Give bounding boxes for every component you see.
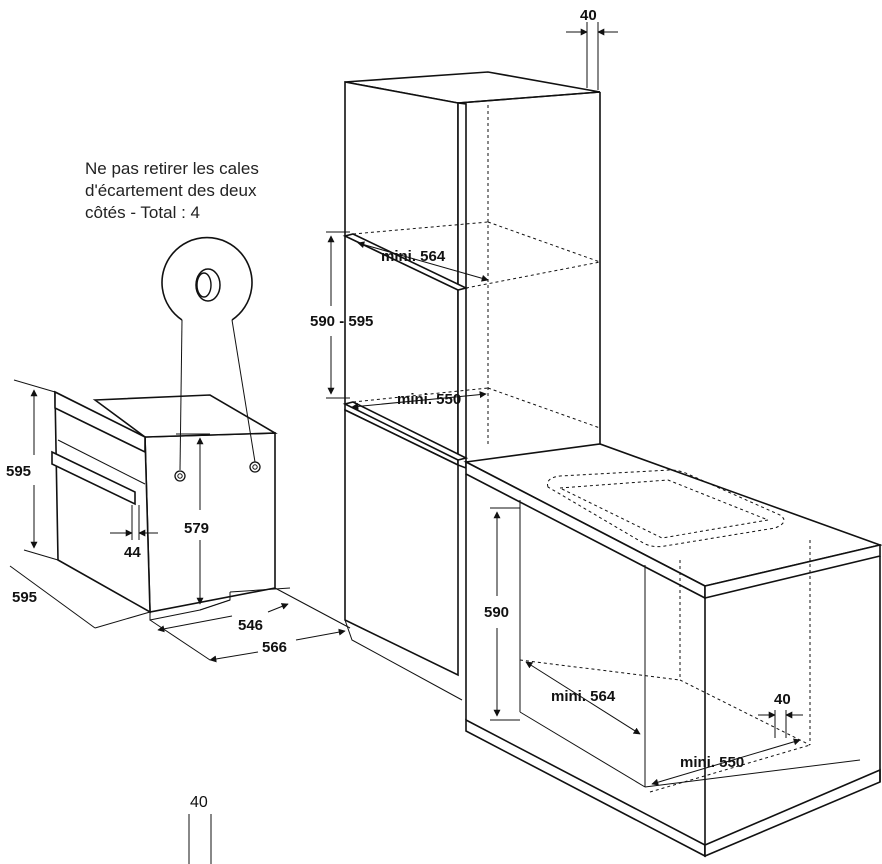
oven-foot [199,599,231,611]
oven-door-gap-dimension: 44 [110,505,158,561]
column-top-gap-dimension: 40 [566,7,618,90]
under-counter-rear-gap-dimension: 40 [758,691,803,738]
oven-top-face [92,394,278,438]
column-width-line [351,391,487,410]
uc-width-label: mini. 550 [680,754,744,771]
niche-lower-shelf [342,401,469,461]
rear-gap-label: 40 [774,691,791,708]
cabinet-plinth [465,718,706,858]
depth-body-line-a [157,615,233,633]
depth-ext-total [274,587,351,629]
oven-side-body [144,432,276,613]
oven-w-line [9,565,96,629]
oven-depth-total-label: 566 [262,639,287,656]
callout-bubble [161,236,253,321]
column-base-block [344,408,459,677]
under-counter-cabinet [463,443,882,858]
spacer-zoom-inner [196,272,212,298]
uc-depth-line [525,661,641,735]
under-counter-height-dimension: 590 [484,507,520,721]
niche-height-label: 590 - 595 [310,313,373,330]
column-depth-line [357,241,489,282]
uc-hidden-1 [519,659,681,681]
column-cabinet [342,71,601,701]
spacer-note-line-1: Ne pas retirer les cales [85,159,259,178]
uc-hidden-2 [679,679,811,746]
uc-depth-label: mini. 564 [551,688,616,705]
spacer-callout [161,236,256,471]
oven-door-top-line [57,439,146,485]
oven-inner-height-label: 579 [184,520,209,537]
hidden-line-5 [487,387,601,429]
callout-pointer-left [179,319,183,471]
column-depth-label: mini. 564 [381,248,446,265]
under-counter-depth-dimension: mini. 564 [525,661,641,735]
column-width-label: mini. 550 [397,391,461,408]
oven-width-label: 595 [12,589,37,606]
depth-body-line-b [267,603,289,613]
niche-floor-front [519,711,646,788]
callout-pointer-right [231,319,256,463]
column-top-edge [457,91,601,104]
spacer-note-line-3: côtés - Total : 4 [85,203,200,222]
oven-inner-height-dimension: 579 [176,433,210,605]
oven-control-strip [54,390,146,454]
bottom-gap-label: 40 [190,794,208,811]
spacer-right-hole [252,464,258,470]
under-counter-width-dimension: mini. 550 [651,738,801,786]
column-depth-dimension: mini. 564 [357,241,489,282]
cabinet-side-plinth [704,768,881,858]
oven-width-dimension: 595 [9,565,151,629]
depth-ext-body [229,587,291,593]
oven-door-gap-label: 44 [124,544,141,561]
uc-height-label: 590 [484,604,509,621]
oven-depth-dimensions: 546 566 [149,587,351,663]
hob-inner-outline [558,479,770,539]
oven-w-ext [94,611,151,629]
spacer-note: Ne pas retirer les cales d'écartement de… [85,158,315,224]
oven-handle [51,450,136,506]
hob-outline [547,469,785,548]
uc-width-line [651,738,801,786]
oven-h-ext-top [13,379,56,393]
oven [51,390,278,621]
top-gap-label: 40 [580,7,597,24]
oven-height-label: 595 [6,463,31,480]
depth-total-line-a [209,651,259,663]
hidden-line-3 [465,261,601,289]
column-width-dimension: mini. 550 [351,391,487,410]
oven-depth-body-label: 546 [238,617,263,634]
hidden-line-1 [352,221,489,235]
depth-total-line-b [295,628,346,641]
spacer-note-line-2: d'écartement des deux [85,181,257,200]
oven-h-ext-bottom [23,549,59,561]
niche-height-dimension: 590 - 595 [310,231,373,399]
oven-height-dimension: 595 [6,379,59,561]
hidden-line-2 [487,221,601,263]
niche-floor-side [644,759,861,788]
bottom-partial-dimension: 40 [188,794,212,864]
spacer-left-hole [177,473,183,479]
